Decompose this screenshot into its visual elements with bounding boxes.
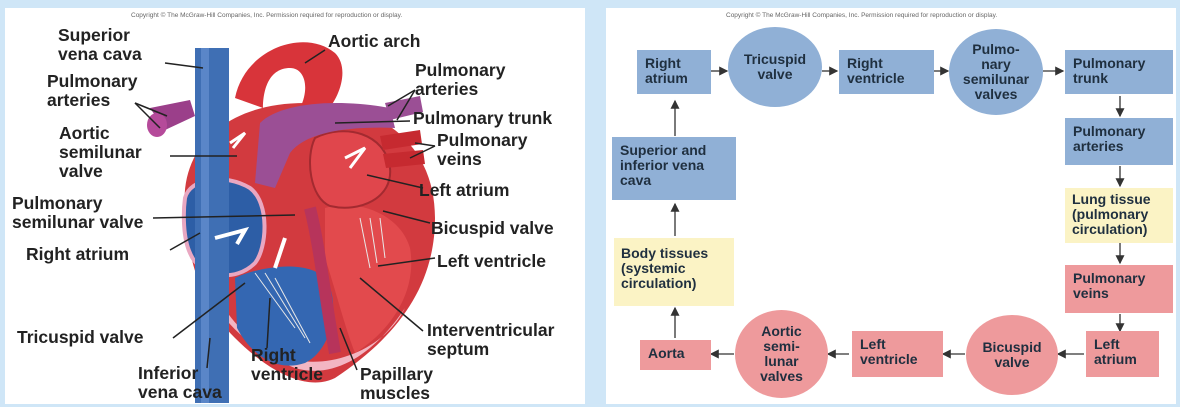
arrow-right-atrium — [214, 226, 250, 245]
label-bicuspid-valve: Bicuspid valve — [431, 218, 554, 238]
blood-flow-panel: Copyright © The McGraw-Hill Companies, I… — [606, 8, 1176, 404]
node-aortic-semilunar-valves: Aortic semi- lunar valves — [735, 310, 828, 398]
label-right-ventricle: Right ventricle — [251, 345, 323, 384]
label-pulmonary-trunk: Pulmonary trunk — [413, 108, 553, 128]
label-interventricular-septum: Interventricular septum — [427, 320, 555, 359]
label-pulmonary-semilunar-valve: Pulmonary semilunar valve — [12, 193, 144, 232]
label-inferior-vena-cava: Inferior vena cava — [138, 363, 222, 402]
septum-shape — [304, 206, 341, 355]
node-left-atrium: Left atrium — [1086, 331, 1159, 377]
node-tricuspid-valve: Tricuspid valve — [728, 27, 822, 107]
label-left-atrium: Left atrium — [419, 180, 510, 200]
pulmonary-vein-upper — [380, 130, 422, 150]
pulmonary-vein-lower — [383, 150, 425, 168]
node-pulmonary-veins: Pulmonary veins — [1065, 265, 1173, 313]
heart-illustration — [134, 42, 436, 403]
node-aortic-semilunar-valves-text: Aortic semi- lunar valves — [760, 323, 803, 384]
arrow-left-atrium — [344, 146, 367, 169]
label-aortic-semilunar-valve: Aortic semilunar valve — [59, 123, 142, 181]
node-body-tissues: Body tissues (systemic circulation) — [614, 238, 734, 306]
label-left-ventricle: Left ventricle — [437, 251, 546, 271]
node-pulmonary-semilunar-valves: Pulmo- nary semilunar valves — [949, 29, 1043, 115]
node-aorta: Aorta — [640, 340, 711, 370]
vena-cava — [195, 48, 229, 403]
node-tricuspid-valve-text: Tricuspid valve — [743, 51, 807, 82]
label-pulmonary-arteries-left: Pulmonary arteries — [47, 71, 138, 110]
pulmonary-trunk — [255, 103, 395, 188]
label-aortic-arch: Aortic arch — [328, 31, 421, 51]
leader-lines — [134, 49, 436, 371]
node-pulmonary-arteries: Pulmonary arteries — [1065, 118, 1173, 165]
arrow-aortic — [229, 131, 247, 149]
flow-arrows — [670, 66, 1125, 359]
label-pulmonary-arteries-right: Pulmonary arteries — [415, 60, 506, 99]
node-right-ventricle: Right ventricle — [839, 50, 934, 94]
node-right-atrium: Right atrium — [637, 50, 711, 94]
aortic-arch — [235, 42, 343, 113]
copyright-text: Copyright © The McGraw-Hill Companies, I… — [131, 12, 403, 19]
node-lung-tissue: Lung tissue (pulmonary circulation) — [1065, 188, 1173, 243]
node-left-ventricle: Left ventricle — [852, 331, 943, 377]
label-papillary-muscles: Papillary muscles — [360, 364, 433, 403]
node-bicuspid-valve-text: Bicuspid valve — [982, 339, 1042, 370]
label-right-atrium: Right atrium — [26, 244, 130, 264]
node-pulmonary-semilunar-valves-text: Pulmo- nary semilunar valves — [962, 41, 1030, 102]
label-superior-vena-cava: Superior vena cava — [58, 25, 142, 64]
node-bicuspid-valve: Bicuspid valve — [966, 315, 1058, 395]
left-atrium-chamber — [309, 130, 392, 209]
node-pulmonary-trunk: Pulmonary trunk — [1065, 50, 1173, 94]
label-pulmonary-veins: Pulmonary veins — [437, 130, 528, 169]
arrow-right-ventricle — [273, 237, 287, 269]
node-superior-inferior-vena-cava: Superior and inferior vena cava — [612, 137, 736, 200]
label-tricuspid-valve: Tricuspid valve — [17, 327, 144, 347]
copyright-text-right: Copyright © The McGraw-Hill Companies, I… — [726, 12, 998, 19]
heart-anatomy-panel: Copyright © The McGraw-Hill Companies, I… — [5, 8, 585, 404]
left-ventricle-chamber — [325, 204, 412, 353]
vena-cava-highlight — [201, 48, 209, 403]
chordae-tendineae — [254, 217, 386, 344]
